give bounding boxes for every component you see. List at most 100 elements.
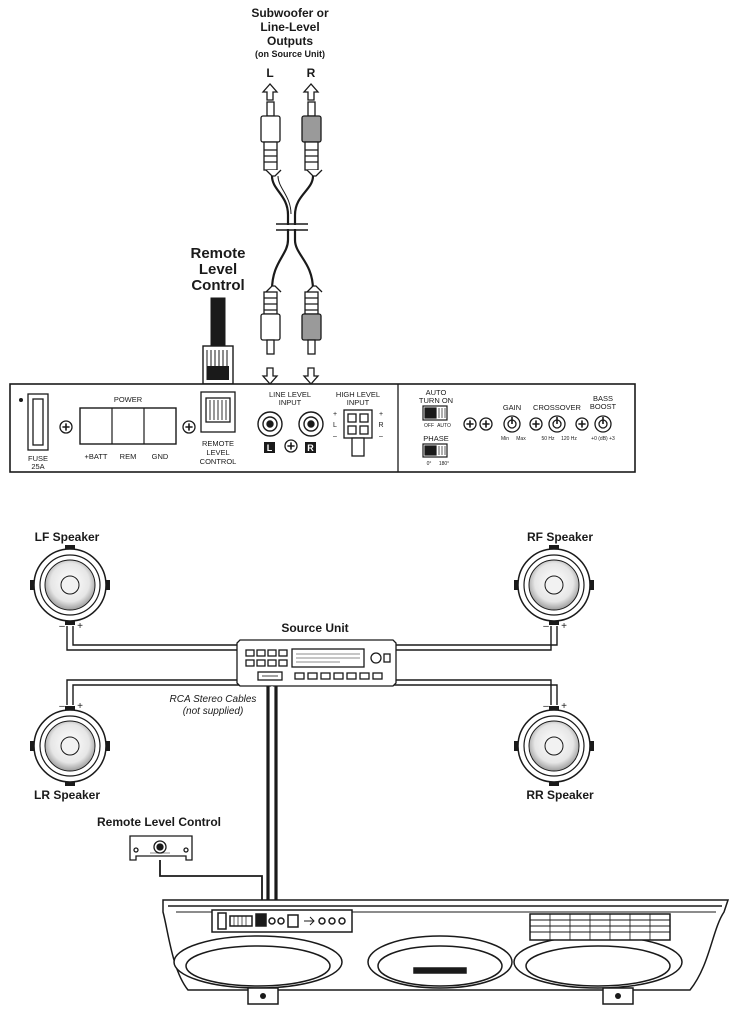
high-plus-left: + xyxy=(333,411,337,418)
rca-cable xyxy=(270,175,315,291)
auto-turn-on-label-1: AUTO xyxy=(426,388,447,397)
high-input-label-2: INPUT xyxy=(347,398,370,407)
remote-control-label: Remote Level Control xyxy=(190,245,245,294)
remote-title-2: Level xyxy=(199,261,237,278)
rca-plug-bottom-left xyxy=(260,285,282,355)
power-label: POWER xyxy=(114,395,143,404)
auto-auto-label: AUTO xyxy=(437,423,451,429)
rca-plug-top-left xyxy=(260,101,282,177)
high-level-connector[interactable] xyxy=(343,409,373,457)
line-input-label-1: LINE LEVEL xyxy=(269,390,311,399)
remote-level-port[interactable] xyxy=(200,391,236,433)
rr-plus: + xyxy=(561,701,567,712)
terminal-gnd-label: GND xyxy=(152,452,169,461)
right-channel-label: R xyxy=(307,66,316,80)
outputs-title-2: Line-Level xyxy=(260,20,319,34)
rca-jack-right[interactable] xyxy=(298,411,324,437)
rca-plug-top-right xyxy=(301,101,323,177)
speaker-rf xyxy=(514,545,594,625)
screw-icon xyxy=(463,417,477,431)
source-outputs-label: Subwoofer or Line-Level Outputs (on Sour… xyxy=(251,6,329,80)
phase-label: PHASE xyxy=(423,434,448,443)
screw-icon xyxy=(575,417,589,431)
crossover-knob[interactable] xyxy=(548,415,566,433)
gain-max-label: Max xyxy=(516,436,526,442)
lf-speaker-label: LF Speaker xyxy=(35,530,100,544)
speaker-lf xyxy=(30,545,110,625)
lr-minus: – xyxy=(59,701,65,712)
rca-jack-left[interactable] xyxy=(257,411,283,437)
terminal-rem-label: REM xyxy=(120,452,137,461)
remote-title-1: Remote xyxy=(190,245,245,262)
outputs-title-3: Outputs xyxy=(267,34,313,48)
auto-turn-on-label-2: TURN ON xyxy=(419,396,453,405)
up-arrow-icon xyxy=(261,83,320,101)
gain-min-label: Min xyxy=(501,436,509,442)
gain-knob[interactable] xyxy=(503,415,521,433)
svg-text:R: R xyxy=(307,443,314,453)
terminal-batt-label: +BATT xyxy=(85,452,108,461)
fuse-label-2: 25A xyxy=(31,462,44,471)
screw-icon xyxy=(479,417,493,431)
speaker-wires xyxy=(66,626,558,705)
screw-icon xyxy=(284,439,298,453)
rr-speaker-label: RR Speaker xyxy=(526,788,594,802)
lf-minus: – xyxy=(59,621,65,632)
auto-off-label: OFF xyxy=(424,423,434,429)
cable-break xyxy=(276,223,308,231)
high-input-label-1: HIGH LEVEL xyxy=(336,390,380,399)
high-r-label: R xyxy=(378,422,383,429)
remote-level-control-device[interactable] xyxy=(129,835,193,861)
high-minus-left: – xyxy=(333,433,337,440)
rca-cables-label-2: (not supplied) xyxy=(183,706,244,717)
screw-icon xyxy=(59,420,73,434)
svg-text:L: L xyxy=(267,443,273,453)
rr-minus: – xyxy=(543,701,549,712)
subwoofer-enclosure xyxy=(162,899,730,1005)
remote-port-label-1: REMOTE xyxy=(202,439,234,448)
lr-plus: + xyxy=(77,701,83,712)
crossover-label: CROSSOVER xyxy=(533,403,582,412)
lf-plus: + xyxy=(77,621,83,632)
bass-boost-label-1: BASS xyxy=(593,394,613,403)
high-plus-right: + xyxy=(379,411,383,418)
phase-0-label: 0° xyxy=(427,461,432,467)
crossover-high-label: 120 Hz xyxy=(561,436,577,442)
source-unit[interactable] xyxy=(236,639,397,687)
source-unit-label: Source Unit xyxy=(281,621,348,635)
rf-minus: – xyxy=(543,621,549,632)
crossover-low-label: 50 Hz xyxy=(541,436,555,442)
speaker-lr xyxy=(30,706,110,786)
fuse-holder[interactable] xyxy=(19,393,49,451)
remote-control-cable xyxy=(159,860,263,916)
line-l-badge: L xyxy=(264,442,275,453)
line-r-badge: R xyxy=(305,442,316,453)
bass-boost-range-label: +0 (dB) +3 xyxy=(591,436,615,442)
power-terminal-block[interactable] xyxy=(79,407,177,445)
down-arrow-icon xyxy=(261,367,320,385)
gain-label: GAIN xyxy=(503,403,521,412)
bass-boost-knob[interactable] xyxy=(594,415,612,433)
phase-switch[interactable] xyxy=(422,443,448,458)
remote-level-control-label: Remote Level Control xyxy=(97,815,221,829)
auto-turn-on-switch[interactable] xyxy=(422,405,448,421)
outputs-title-1: Subwoofer or xyxy=(251,6,329,20)
phase-180-label: 180° xyxy=(439,461,449,467)
rca-cables-to-amp xyxy=(266,686,278,916)
bass-boost-label-2: BOOST xyxy=(590,402,617,411)
high-minus-right: – xyxy=(379,433,383,440)
screw-icon xyxy=(529,417,543,431)
lr-speaker-label: LR Speaker xyxy=(34,788,100,802)
remote-title-3: Control xyxy=(191,277,244,294)
speaker-rr xyxy=(514,706,594,786)
outputs-subtitle: (on Source Unit) xyxy=(255,49,325,59)
fuse-label-1: FUSE xyxy=(28,454,48,463)
remote-port-label-3: CONTROL xyxy=(200,457,237,466)
screw-icon xyxy=(182,420,196,434)
remote-port-label-2: LEVEL xyxy=(206,448,229,457)
rca-plug-bottom-right xyxy=(301,285,323,355)
line-input-label-2: INPUT xyxy=(279,398,302,407)
rca-cables-label-1: RCA Stereo Cables xyxy=(170,694,257,705)
left-channel-label: L xyxy=(266,66,273,80)
